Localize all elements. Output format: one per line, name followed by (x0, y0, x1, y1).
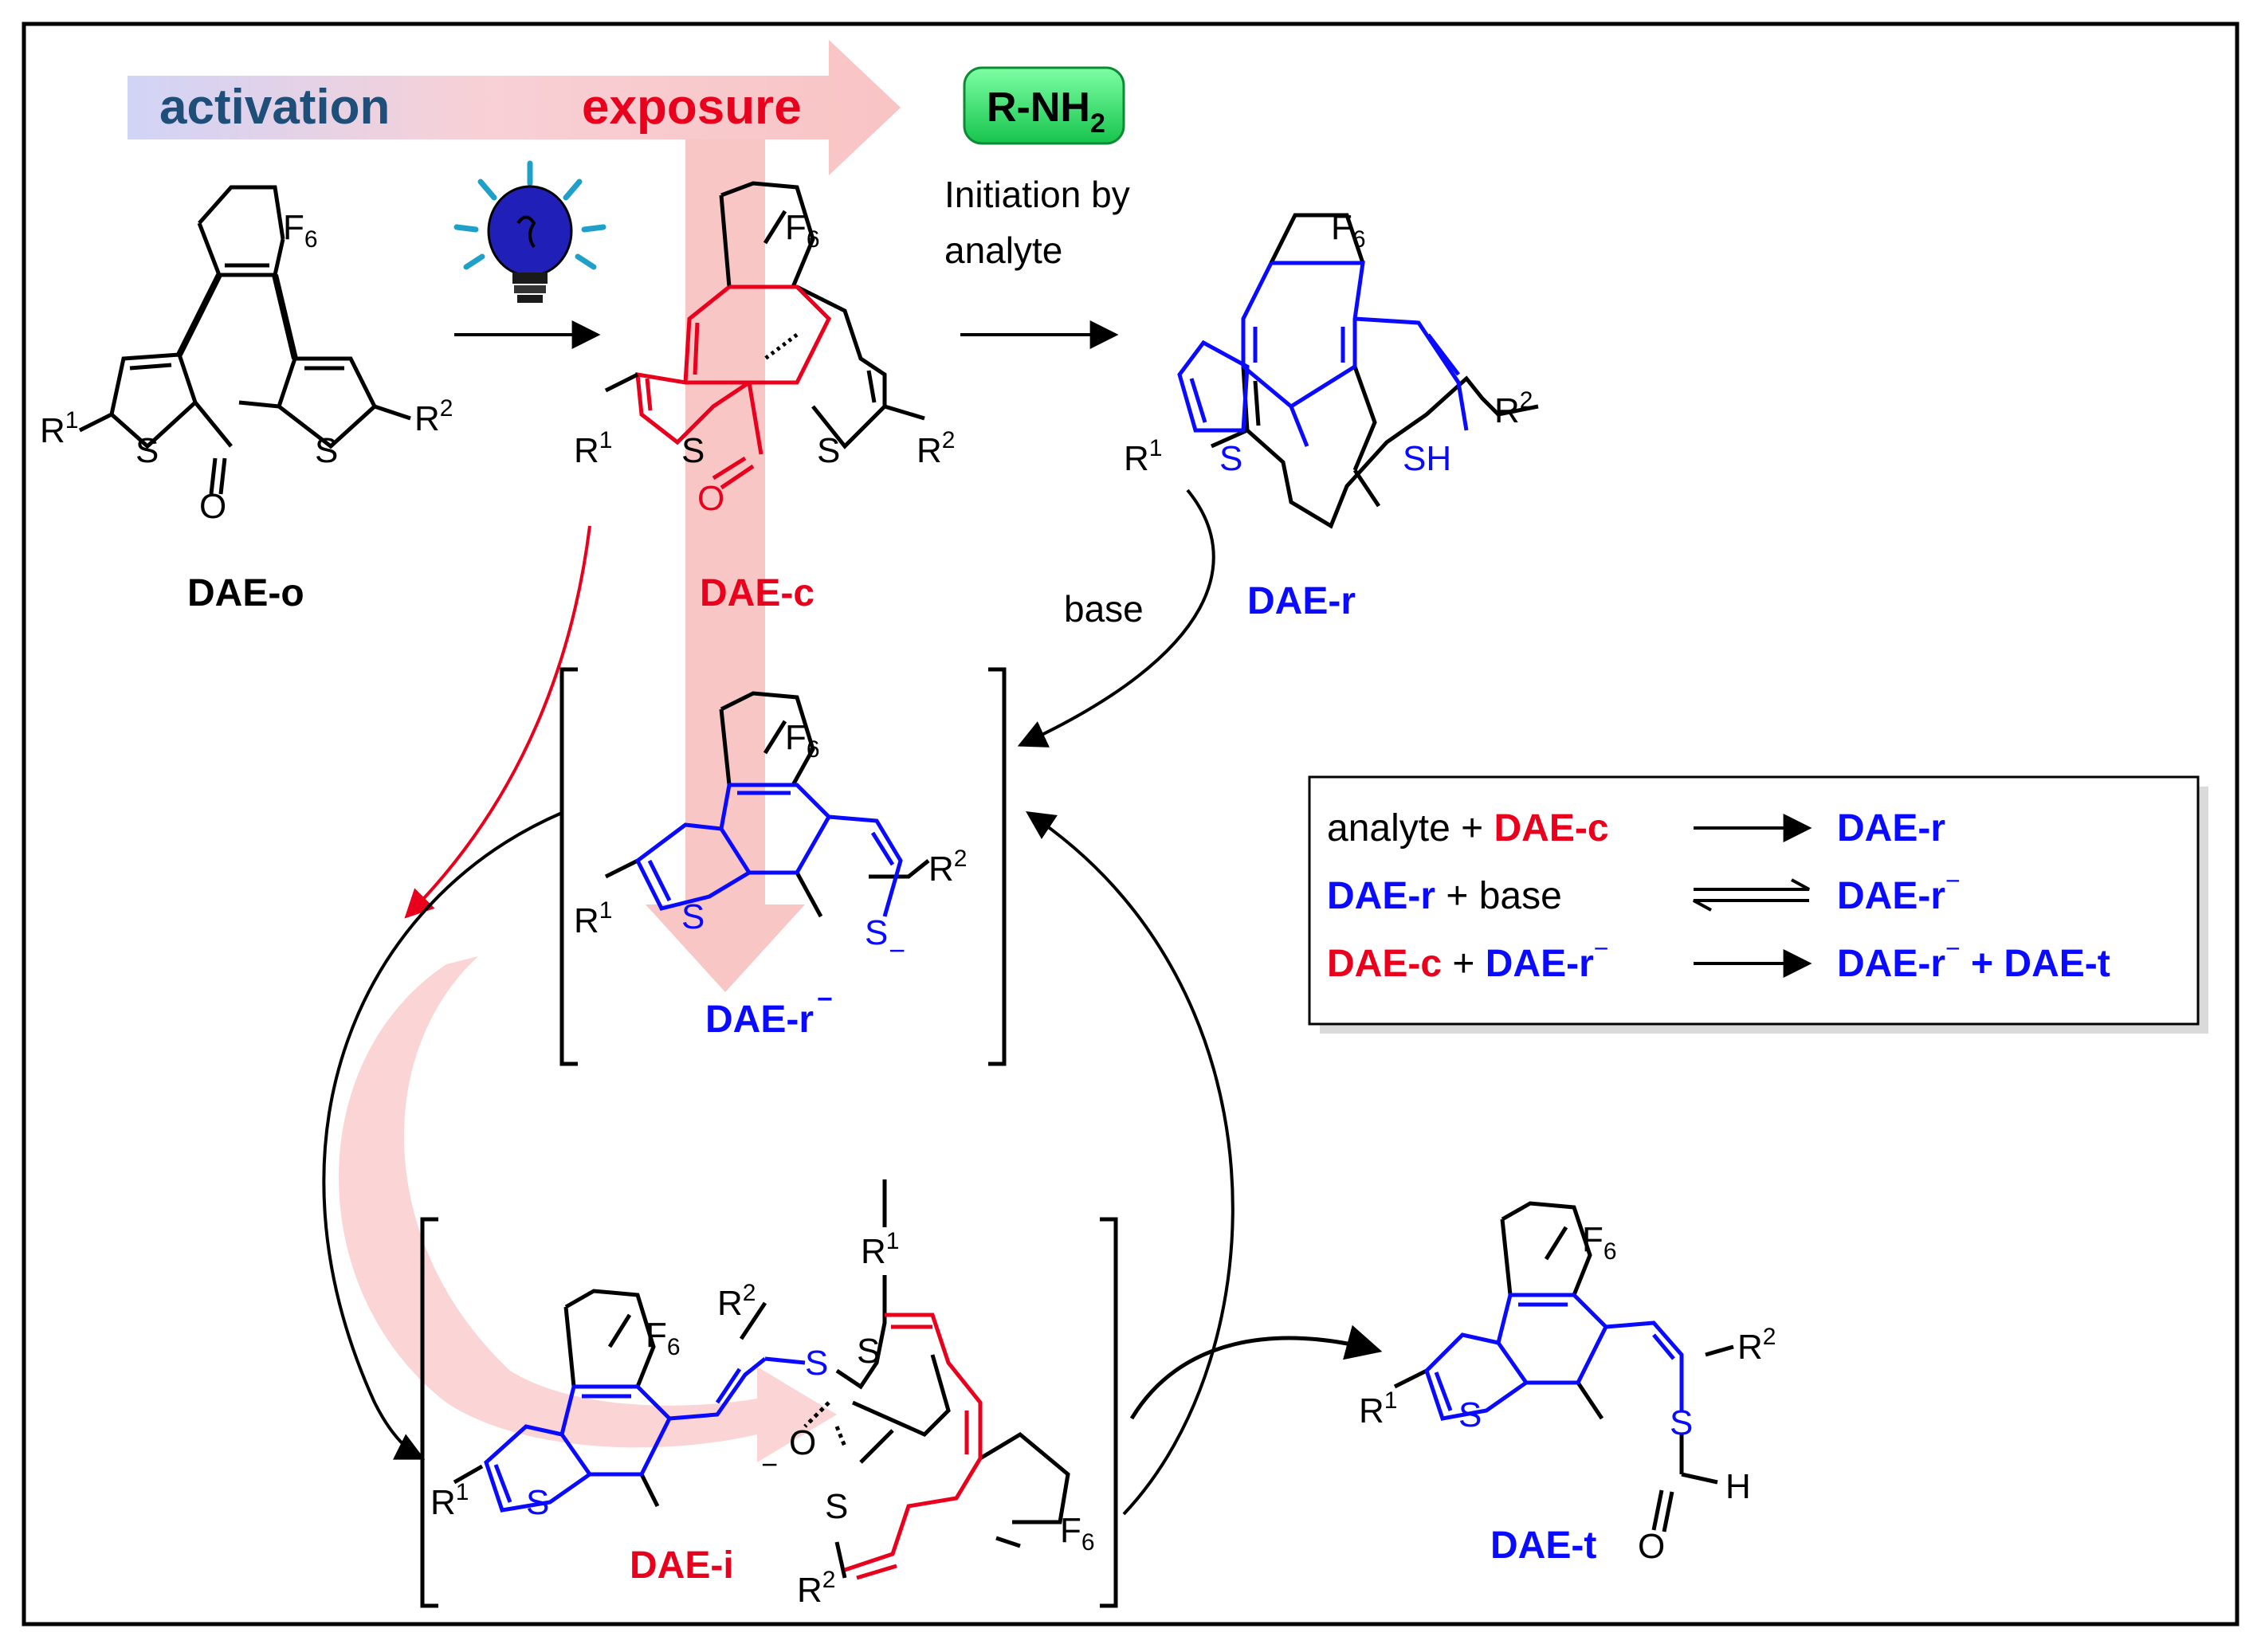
equation-3-left: DAE-c + DAE-r−​ (1327, 934, 1608, 985)
dae-r-anion-structure (604, 691, 930, 918)
cycle-arrow-left (322, 811, 563, 1460)
dae-r-atoms: F6 R1 S R2 SH (1124, 208, 1533, 478)
equation-3-right: DAE-r−​ + DAE-t (1837, 934, 2110, 985)
light-bulb-icon (453, 160, 606, 303)
svg-text:SH: SH (1403, 439, 1451, 478)
dae-r-anion-brackets (559, 667, 1007, 1066)
svg-text:R2: R2 (928, 846, 967, 889)
dae-i-label: DAE-i (630, 1544, 734, 1587)
dae-t-label: DAE-t (1490, 1524, 1596, 1567)
dae-c-structure (604, 181, 925, 490)
svg-text:R2: R2 (717, 1280, 756, 1323)
svg-text:O: O (697, 479, 724, 518)
dae-t-atoms: F6 R1 S R2 S H O (1359, 1220, 1776, 1566)
svg-text:S: S (1458, 1395, 1482, 1434)
dae-i-structure (453, 1179, 1070, 1580)
svg-text:S: S (135, 431, 159, 470)
dae-r-label: DAE-r (1247, 580, 1356, 622)
dae-o-label: DAE-o (187, 572, 304, 614)
cycle-arrow-right (1026, 811, 1235, 1516)
svg-text:S: S (857, 1332, 880, 1371)
svg-text:S: S (526, 1483, 549, 1522)
cycle-pink-arrow (339, 956, 837, 1462)
arrow-base (1017, 489, 1215, 748)
dae-r-anion-label: DAE-r− (705, 984, 833, 1041)
initiation-label-line2: analyte (944, 230, 1062, 271)
svg-text:S: S (825, 1487, 848, 1526)
equation-1-right: DAE-r (1837, 807, 1945, 850)
equation-2-arrow-reverse (1693, 899, 1809, 912)
svg-text:R2: R2 (1737, 1324, 1776, 1367)
svg-text:R1: R1 (574, 427, 612, 470)
svg-text:R1: R1 (430, 1479, 469, 1522)
svg-text:F6: F6 (1582, 1220, 1617, 1265)
svg-text:S: S (1670, 1403, 1693, 1442)
svg-text:R1: R1 (1124, 435, 1162, 478)
svg-text:S: S (817, 431, 840, 470)
dae-i-atoms: F6 R1 S R2 S R1 S O − S F6 R2 (430, 1228, 1095, 1610)
catalytic-cycle (322, 811, 1235, 1516)
svg-text:S: S (681, 431, 705, 470)
base-label: base (1064, 588, 1144, 630)
svg-text:F6: F6 (1331, 208, 1366, 253)
svg-text:O: O (199, 487, 226, 526)
dae-c-label: DAE-c (700, 572, 815, 614)
svg-text:R-NH2: R-NH2 (987, 84, 1105, 139)
svg-text:O: O (1638, 1527, 1665, 1566)
svg-text:R2: R2 (1494, 387, 1533, 430)
svg-text:H: H (1725, 1467, 1751, 1506)
equation-1-left: analyte + DAE-c (1327, 807, 1609, 850)
svg-text:S: S (805, 1344, 828, 1383)
svg-text:R1: R1 (1359, 1387, 1397, 1430)
dae-o-atoms: F6 R1 S O S R2 (40, 208, 453, 526)
dae-c-atoms: F6 R1 S O S R2 (574, 208, 955, 518)
arrow-product (1129, 1324, 1383, 1420)
exposure-label: exposure (582, 80, 802, 135)
svg-text:F6: F6 (785, 718, 820, 763)
svg-text:R1: R1 (574, 897, 612, 940)
svg-text:F6: F6 (283, 208, 318, 253)
svg-text:R1: R1 (40, 407, 78, 450)
svg-text:R2: R2 (414, 395, 453, 438)
equation-2-arrow-forward (1694, 878, 1810, 891)
equation-2-left: DAE-r + base (1327, 875, 1562, 917)
svg-text:R2: R2 (797, 1567, 835, 1610)
equation-2-right: DAE-r−​ (1837, 866, 1961, 917)
analyte-badge: R-NH2 (963, 66, 1125, 145)
svg-text:S: S (315, 431, 338, 470)
dae-r-structure (1177, 213, 1539, 529)
svg-text:−: − (761, 1448, 778, 1481)
dae-r-anion-atoms: F6 R1 S R2 S − (574, 718, 967, 967)
svg-text:O: O (789, 1423, 816, 1462)
svg-text:S: S (681, 897, 705, 936)
svg-text:−: − (889, 934, 905, 967)
activation-label: activation (159, 80, 390, 135)
dae-i-brackets (420, 1217, 1118, 1608)
svg-text:F6: F6 (785, 208, 820, 253)
dae-o-structure (78, 185, 411, 495)
svg-text:S: S (865, 913, 888, 952)
svg-text:R1: R1 (861, 1228, 899, 1271)
arrow-direct-red (404, 525, 591, 919)
initiation-label-line1: Initiation by (944, 174, 1130, 215)
svg-text:S: S (1219, 439, 1242, 478)
svg-text:F6: F6 (1060, 1511, 1095, 1556)
svg-text:R2: R2 (917, 427, 955, 470)
dae-t-structure (1393, 1201, 1734, 1532)
svg-text:F6: F6 (646, 1316, 681, 1360)
